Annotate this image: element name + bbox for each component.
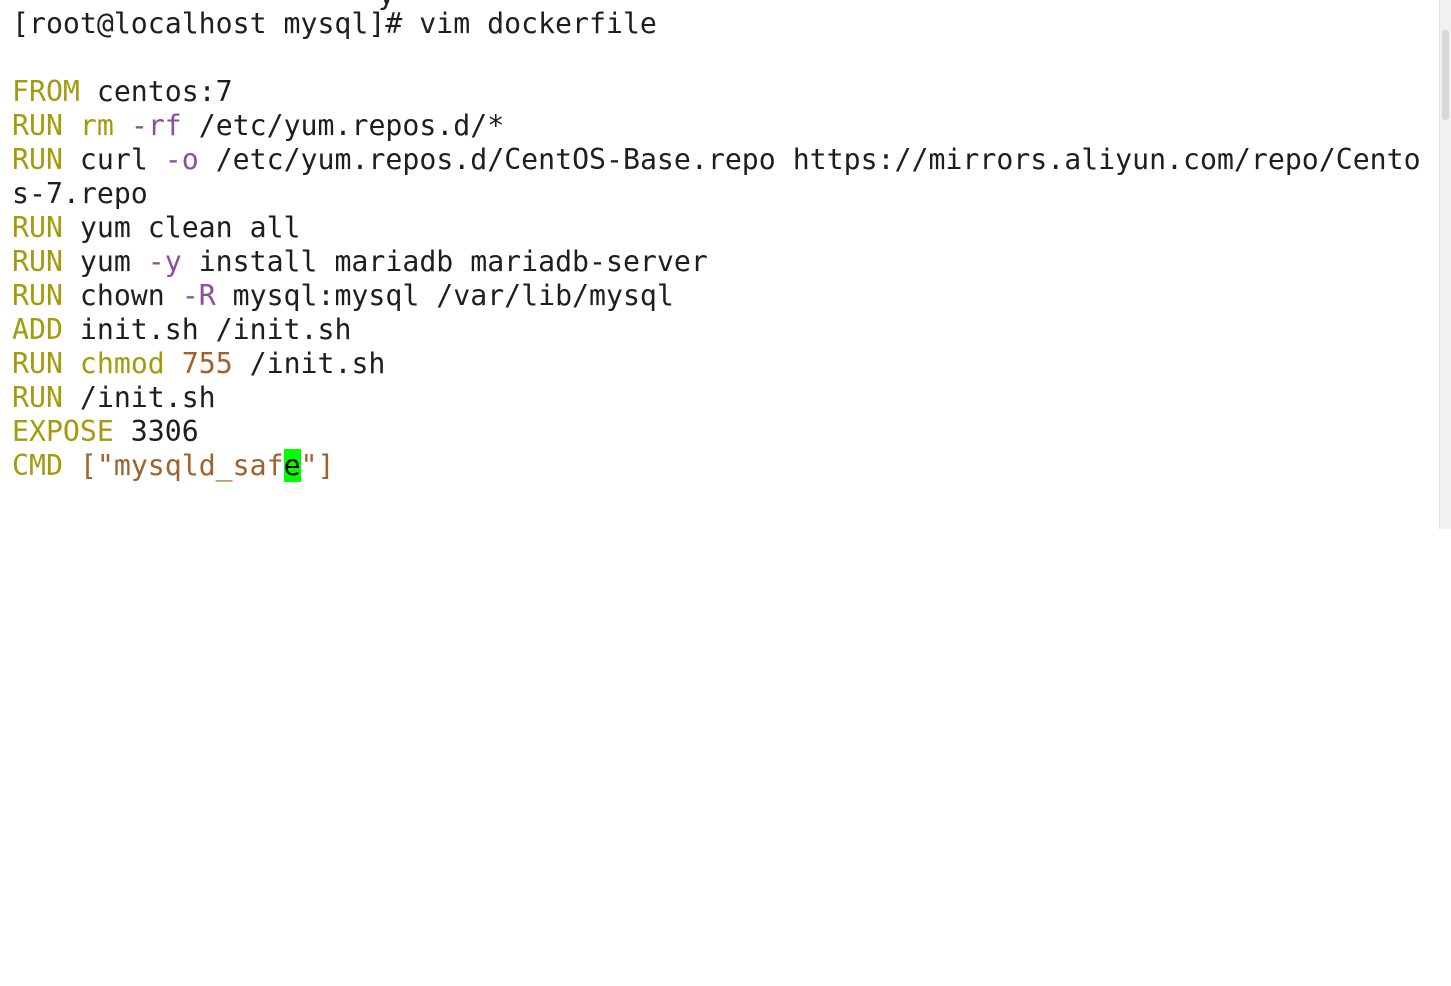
dockerfile-line-run-rm: RUN rm -rf /etc/yum.repos.d/* (12, 109, 504, 143)
line-text: mysql:mysql /var/lib/mysql (215, 279, 674, 312)
dockerfile-line-run-yum-install: RUN yum -y install mariadb mariadb-serve… (12, 245, 708, 279)
dockerfile-line-run-chmod: RUN chmod 755 /init.sh (12, 347, 385, 381)
scrollbar-thumb[interactable] (1442, 30, 1449, 120)
text-cursor[interactable]: e (283, 449, 301, 482)
line-text: /etc/yum.repos.d/CentOS-Base.repo https:… (198, 143, 1421, 176)
command-option: -o (164, 143, 199, 176)
line-text: yum clean all (62, 211, 301, 244)
number-literal: 755 (181, 347, 233, 380)
keyword: ADD (12, 313, 63, 346)
line-text: s-7.repo (12, 177, 148, 210)
terminal-window[interactable]: y [root@localhost mysql]# vim dockerfile… (0, 0, 1440, 529)
bracket-close: ] (317, 449, 335, 482)
shell-command: vim dockerfile (402, 7, 657, 40)
keyword: RUN (12, 143, 63, 176)
keyword: EXPOSE (12, 415, 114, 448)
dockerfile-line-wrapped: s-7.repo (12, 177, 148, 211)
dockerfile-line-run-init: RUN /init.sh (12, 381, 216, 415)
keyword: RUN (12, 381, 63, 414)
dockerfile-line-expose: EXPOSE 3306 (12, 415, 199, 449)
keyword: RUN (12, 347, 63, 380)
line-text: install mariadb mariadb-server (181, 245, 708, 278)
keyword: RUN (12, 245, 63, 278)
command-option: -y (147, 245, 182, 278)
keyword: FROM (12, 75, 80, 108)
keyword: RUN (12, 279, 63, 312)
string-literal: "mysqld_saf (96, 449, 284, 482)
clipped-previous-line: y (378, 0, 395, 12)
keyword: RUN (12, 211, 63, 244)
line-text: /etc/yum.repos.d/* (181, 109, 505, 142)
string-literal-end: " (300, 449, 318, 482)
line-text: centos:7 (79, 75, 233, 108)
line-text: /init.sh (232, 347, 386, 380)
dockerfile-line-from: FROM centos:7 (12, 75, 233, 109)
line-text: chown (62, 279, 182, 312)
bracket-open: [ (62, 449, 97, 482)
dockerfile-line-run-curl: RUN curl -o /etc/yum.repos.d/CentOS-Base… (12, 143, 1421, 177)
line-text: yum (62, 245, 148, 278)
dockerfile-line-cmd: CMD ["mysqld_safe"] (12, 449, 335, 483)
keyword: CMD (12, 449, 63, 482)
shell-prompt-line: [root@localhost mysql]# vim dockerfile (12, 7, 657, 41)
command-name: chmod (79, 347, 165, 380)
shell-prompt: [root@localhost mysql]# (12, 7, 403, 40)
line-text: init.sh /init.sh (62, 313, 352, 346)
command-name: curl (79, 143, 148, 176)
line-text: /init.sh (62, 381, 216, 414)
dockerfile-line-run-yum-clean: RUN yum clean all (12, 211, 301, 245)
dockerfile-line-add: ADD init.sh /init.sh (12, 313, 351, 347)
line-text: 3306 (113, 415, 199, 448)
command-name: rm (79, 109, 114, 142)
command-option: -rf (130, 109, 182, 142)
dockerfile-line-run-chown: RUN chown -R mysql:mysql /var/lib/mysql (12, 279, 674, 313)
vertical-scrollbar[interactable] (1439, 0, 1451, 529)
keyword: RUN (12, 109, 63, 142)
command-option: -R (181, 279, 216, 312)
